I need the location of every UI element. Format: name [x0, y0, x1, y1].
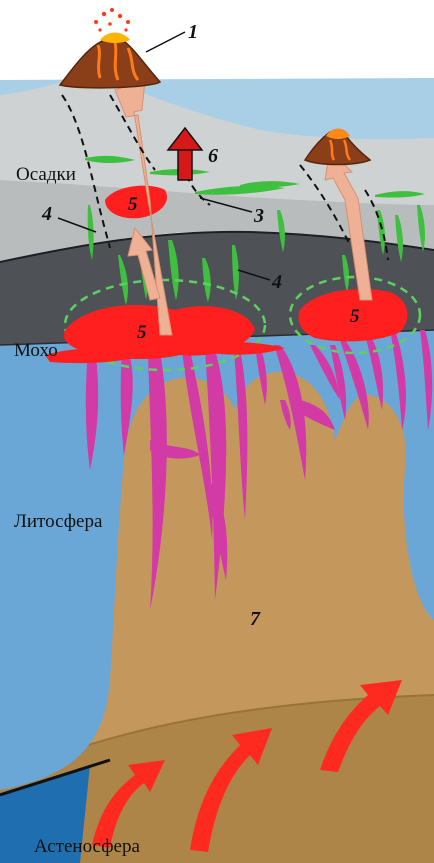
marker-7: 7 — [250, 608, 261, 630]
marker-4b: 4 — [271, 271, 282, 293]
label-moho: Мохо — [14, 340, 58, 361]
marker-5c: 5 — [350, 306, 360, 327]
marker-5b: 5 — [137, 322, 147, 343]
marker-5a: 5 — [128, 194, 138, 215]
label-lithosphere: Литосфера — [14, 511, 103, 532]
sky — [0, 0, 434, 80]
marker-6: 6 — [208, 145, 218, 167]
marker-3: 3 — [253, 205, 264, 227]
marker-1: 1 — [188, 21, 198, 43]
label-asthenosphere: Астеносфера — [34, 836, 140, 857]
label-sediments: Осадки — [16, 164, 76, 185]
marker-4a: 4 — [41, 203, 52, 225]
